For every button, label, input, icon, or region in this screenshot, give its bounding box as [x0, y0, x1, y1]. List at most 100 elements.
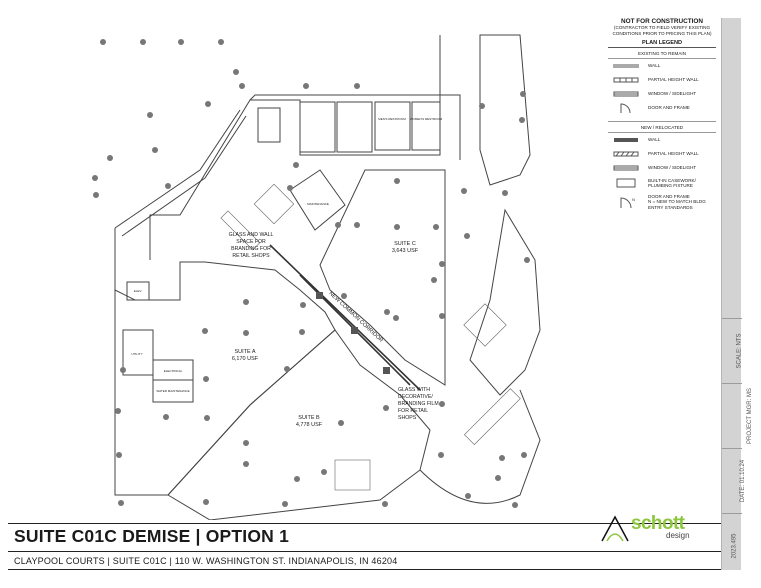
structural-column	[521, 452, 527, 458]
project-mgr-label: PROJECT MGR: MS	[746, 388, 753, 444]
title-sidebar: SCALE: NTS PROJECT MGR: MS DATE: 01.10.2…	[721, 18, 753, 570]
utility-room	[122, 329, 154, 376]
maintenance-room	[289, 169, 346, 231]
structural-column	[115, 408, 121, 414]
structural-column	[203, 499, 209, 505]
structural-column	[439, 261, 445, 267]
structural-column	[461, 188, 467, 194]
legend-new-casework-label: BUILT-IN CASEWORK/ PLUMBING FIXTURE	[648, 177, 696, 189]
legend-existing-wall-label: WALL	[648, 63, 661, 69]
casework-block-5	[463, 303, 507, 347]
structural-column	[152, 147, 158, 153]
water-maint-room	[152, 379, 194, 403]
casework-block-3	[253, 183, 295, 225]
structural-column	[519, 117, 525, 123]
structural-column	[354, 83, 360, 89]
structural-column	[204, 415, 210, 421]
structural-column	[243, 299, 249, 305]
legend-new-window: WINDOW / SIDELIGHT	[608, 161, 716, 175]
suite-a-outline	[114, 228, 336, 496]
womens-restroom-label: WOMEN'S RESTROOM	[410, 117, 443, 121]
title-rule-bottom	[8, 569, 721, 570]
legend-new-partial-label: PARTIAL HEIGHT WALL	[648, 151, 699, 157]
legend-existing-door-label: DOOR AND FRAME	[648, 105, 690, 111]
structural-column	[205, 101, 211, 107]
hatched-wall-symbol	[613, 151, 639, 157]
structural-column	[243, 461, 249, 467]
scale-label: SCALE: NTS	[736, 333, 743, 369]
legend-new-wall: WALL	[608, 133, 716, 147]
door-symbol	[620, 103, 631, 114]
note-glass-wall-2: SPACE FOR	[236, 239, 266, 245]
structural-column	[502, 190, 508, 196]
structural-column	[287, 185, 293, 191]
note-glass-film-1: GLASS WITH	[398, 387, 430, 393]
structural-column	[438, 452, 444, 458]
legend-existing-window-label: WINDOW / SIDELIGHT	[648, 91, 697, 97]
structural-column	[433, 224, 439, 230]
structural-column	[335, 222, 341, 228]
structural-column	[321, 469, 327, 475]
note-glass-wall-1: GLASS AND WALL	[229, 232, 274, 238]
maintenance-label: MAINTENANCE	[307, 202, 329, 206]
structural-column	[243, 330, 249, 336]
existing-section: EXISTING TO REMAIN	[608, 51, 716, 60]
north-room-2	[336, 101, 373, 153]
elevator-label: ELEV.	[134, 289, 142, 293]
contractor-note-1: (CONTRACTOR TO FIELD VERIFY EXISTING	[613, 25, 711, 30]
casework-block-1	[220, 210, 261, 251]
suite-c-area: 3,643 USF	[392, 248, 419, 254]
mens-restroom	[374, 101, 411, 151]
sheet-title: SUITE C01C DEMISE | OPTION 1	[14, 526, 289, 546]
sheet-subtitle: CLAYPOOL COURTS | SUITE C01C | 110 W. WA…	[14, 556, 398, 566]
structural-column	[100, 39, 106, 45]
structural-column	[300, 302, 306, 308]
structural-column	[465, 493, 471, 499]
structural-column	[178, 39, 184, 45]
mens-restroom-label: MEN'S RESTROOM	[378, 117, 406, 121]
structural-column	[107, 155, 113, 161]
nw-diagonal-edge-2	[121, 115, 247, 237]
structural-column	[524, 257, 530, 263]
structural-column	[93, 192, 99, 198]
structural-column	[239, 83, 245, 89]
partial-wall-symbol	[613, 77, 639, 83]
nw-diagonal-edge	[114, 109, 241, 229]
suite-b-name: SUITE B	[298, 415, 320, 421]
company-logo: schott design	[598, 511, 718, 545]
structural-column	[293, 162, 299, 168]
structural-column	[394, 178, 400, 184]
legend-heading: PLAN LEGEND	[608, 40, 716, 49]
structural-column	[282, 501, 288, 507]
water-maint-label: WATER MAINTENANCE	[156, 389, 189, 393]
structural-column	[243, 440, 249, 446]
legend-new-partial: PARTIAL HEIGHT WALL	[608, 147, 716, 161]
structural-column	[341, 293, 347, 299]
structural-column	[92, 175, 98, 181]
womens-restroom	[411, 101, 441, 151]
structural-column	[384, 309, 390, 315]
legend-existing-window: WINDOW / SIDELIGHT	[608, 87, 716, 101]
north-room-1	[299, 101, 336, 153]
structural-column	[512, 502, 518, 508]
legend-existing-partial-label: PARTIAL HEIGHT WALL	[648, 77, 699, 83]
legend-existing-door: DOOR AND FRAME	[608, 101, 716, 115]
structural-column	[383, 405, 389, 411]
plan-legend: NOT FOR CONSTRUCTION (CONTRACTOR TO FIEL…	[608, 18, 716, 318]
structural-column	[116, 452, 122, 458]
legend-existing-partial: PARTIAL HEIGHT WALL	[608, 73, 716, 87]
structural-column	[479, 103, 485, 109]
casework-block-4	[334, 459, 371, 491]
corridor-wall-north	[269, 244, 421, 391]
logo-sub: design	[666, 531, 690, 540]
window-symbol	[613, 91, 639, 97]
structural-column	[284, 366, 290, 372]
structural-column	[382, 501, 388, 507]
thin-wall-symbol	[613, 64, 639, 68]
note-glass-wall-4: RETAIL SHOPS	[232, 253, 270, 259]
suite-a-name: SUITE A	[234, 349, 255, 355]
nw-wing-outline	[149, 35, 441, 260]
elevator-room	[126, 281, 150, 301]
structural-column	[431, 277, 437, 283]
structural-column	[439, 313, 445, 319]
